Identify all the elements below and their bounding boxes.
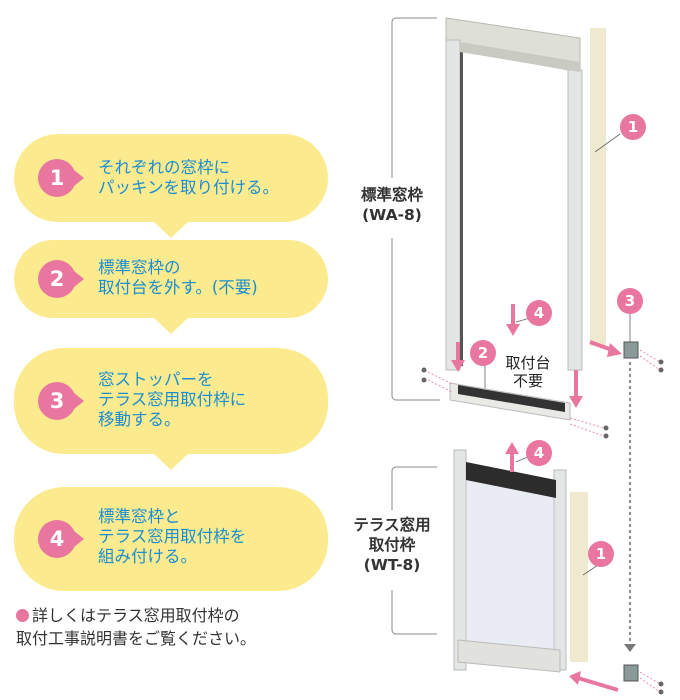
bubble-tail (153, 317, 189, 334)
bubble-tail (153, 453, 189, 470)
bubble-tail (153, 221, 189, 238)
base-not-needed-label: 取付台 不要 (505, 354, 551, 390)
note-text: 詳しくはテラス窓用取付枠の 取付工事説明書をご覧ください。 (16, 606, 257, 648)
step-3-bubble: 3 窓ストッパーを テラス窓用取付枠に 移動する。 (14, 348, 328, 470)
step-number-badge: 2 (38, 260, 84, 298)
step-text: 標準窓枠の 取付台を外す。(不要) (98, 258, 258, 297)
step-text: 標準窓枠と テラス窓用取付枠を 組み付ける。 (98, 507, 247, 566)
step-text: 窓ストッパーを テラス窓用取付枠に 移動する。 (98, 370, 247, 429)
step-1-bubble: 1 それぞれの窓枠に パッキンを取り付ける。 (14, 134, 328, 238)
callout-2: 2 (470, 340, 496, 366)
callout-3: 3 (617, 288, 643, 314)
step-number-badge: 4 (38, 520, 84, 558)
callout-4-lower: 4 (526, 440, 552, 466)
callout-1-upper: 1 (620, 114, 646, 140)
step-text: それぞれの窓枠に パッキンを取り付ける。 (98, 158, 280, 197)
bullet-icon (16, 609, 29, 622)
step-number-badge: 3 (38, 382, 84, 420)
callout-4-upper: 4 (526, 300, 552, 326)
step-4-bubble: 4 標準窓枠と テラス窓用取付枠を 組み付ける。 (14, 487, 328, 591)
upper-frame-label: 標準窓枠 (WA-8) (360, 186, 423, 224)
callout-1-lower: 1 (588, 541, 614, 567)
lower-frame-label: テラス窓用 取付枠 (WT-8) (353, 516, 431, 574)
step-2-bubble: 2 標準窓枠の 取付台を外す。(不要) (14, 240, 328, 334)
reference-note: 詳しくはテラス窓用取付枠の 取付工事説明書をご覧ください。 (16, 604, 256, 650)
step-number-badge: 1 (38, 159, 84, 197)
